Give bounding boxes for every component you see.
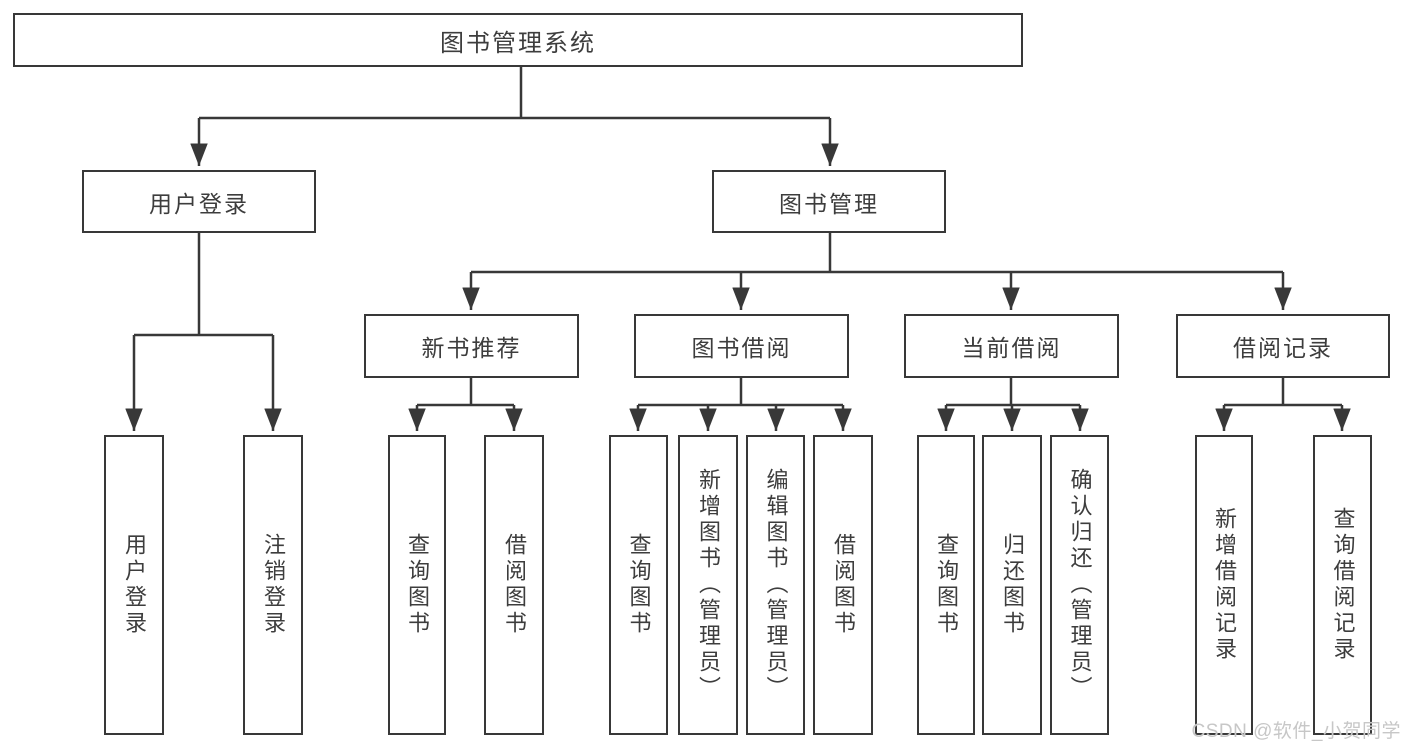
node-book-borrow: 图书借阅 <box>634 314 849 378</box>
leaf-borrow-books-label: 借阅图书 <box>831 533 856 637</box>
leaf-query-books-current-label: 查询图书 <box>934 533 959 637</box>
watermark: CSDN @软件_小贺同学 <box>1191 721 1401 742</box>
leaf-logout-label: 注销登录 <box>261 533 286 637</box>
leaf-add-borrow-record: 新增借阅记录 <box>1195 435 1253 735</box>
leaf-query-books-recommend: 查询图书 <box>388 435 446 735</box>
node-root: 图书管理系统 <box>13 13 1023 67</box>
leaf-return-books: 归还图书 <box>982 435 1042 735</box>
node-book-management: 图书管理 <box>712 170 946 233</box>
leaf-query-borrow-record-label: 查询借阅记录 <box>1330 507 1356 663</box>
leaf-user-login: 用户登录 <box>104 435 164 735</box>
node-book-borrow-label: 图书借阅 <box>691 335 792 361</box>
leaf-query-books-recommend-label: 查询图书 <box>405 533 430 637</box>
leaf-edit-books-admin-label: 编辑图书（管理员） <box>763 468 789 702</box>
node-borrow-records-label: 借阅记录 <box>1233 335 1333 361</box>
node-root-label: 图书管理系统 <box>440 29 596 57</box>
leaf-logout: 注销登录 <box>243 435 303 735</box>
leaf-add-books-admin: 新增图书（管理员） <box>678 435 738 735</box>
node-current-borrow: 当前借阅 <box>904 314 1119 378</box>
leaf-return-books-label: 归还图书 <box>1000 533 1025 637</box>
node-new-book-recommend-label: 新书推荐 <box>421 335 522 361</box>
leaf-borrow-books-recommend: 借阅图书 <box>484 435 544 735</box>
node-book-management-label: 图书管理 <box>779 190 879 217</box>
leaf-query-borrow-record: 查询借阅记录 <box>1313 435 1372 735</box>
leaf-add-borrow-record-label: 新增借阅记录 <box>1212 507 1237 663</box>
leaf-edit-books-admin: 编辑图书（管理员） <box>746 435 805 735</box>
leaf-query-books-borrow-label: 查询图书 <box>626 533 652 637</box>
leaf-user-login-label: 用户登录 <box>122 533 147 637</box>
leaf-query-books-current: 查询图书 <box>917 435 975 735</box>
leaf-borrow-books: 借阅图书 <box>813 435 873 735</box>
leaf-confirm-return-admin: 确认归还（管理员） <box>1050 435 1109 735</box>
node-borrow-records: 借阅记录 <box>1176 314 1390 378</box>
node-new-book-recommend: 新书推荐 <box>364 314 579 378</box>
leaf-confirm-return-admin-label: 确认归还（管理员） <box>1067 468 1093 702</box>
node-user-login: 用户登录 <box>82 170 316 233</box>
node-user-login-label: 用户登录 <box>149 190 249 217</box>
leaf-borrow-books-recommend-label: 借阅图书 <box>502 533 527 637</box>
node-current-borrow-label: 当前借阅 <box>961 335 1062 361</box>
leaf-query-books-borrow: 查询图书 <box>609 435 668 735</box>
leaf-add-books-admin-label: 新增图书（管理员） <box>696 468 721 702</box>
